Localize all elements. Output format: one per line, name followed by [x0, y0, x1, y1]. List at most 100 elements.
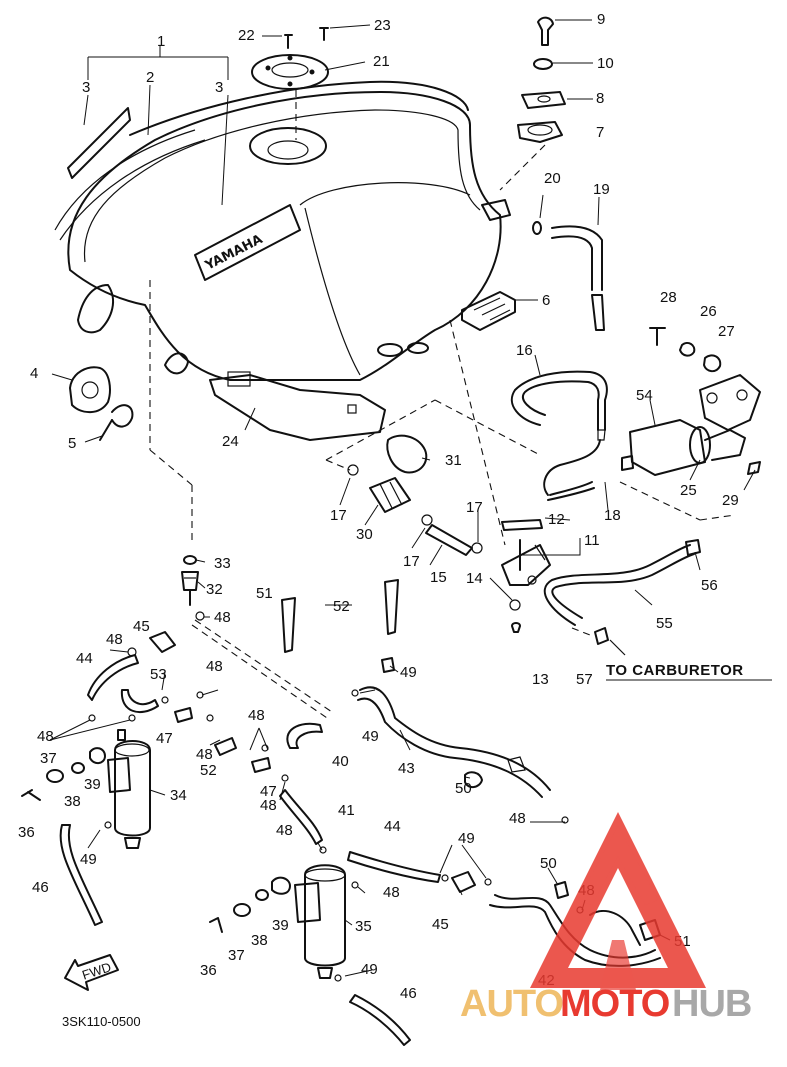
callout-11: 11 [584, 532, 600, 549]
callout-44: 44 [76, 650, 93, 667]
callout-54: 54 [636, 387, 653, 404]
callout-26: 26 [700, 303, 717, 320]
callout-48: 48 [214, 609, 231, 626]
callout-50: 50 [455, 780, 472, 797]
callout-47: 47 [260, 783, 277, 800]
vent-hose-19 [532, 221, 605, 331]
callout-48: 48 [383, 884, 400, 901]
fuel-cock-4 [69, 366, 134, 441]
canister-34 [21, 729, 151, 849]
filler-cap [251, 27, 329, 140]
callout-49: 49 [362, 728, 379, 745]
callout-41: 41 [338, 802, 355, 819]
callout-2: 2 [146, 69, 154, 86]
callout-34: 34 [170, 787, 187, 804]
callout-48: 48 [206, 658, 223, 675]
callout-48: 48 [106, 631, 123, 648]
callout-8: 8 [596, 90, 604, 107]
callout-28: 28 [660, 289, 677, 306]
callout-25: 25 [680, 482, 697, 499]
callout-49: 49 [361, 961, 378, 978]
callout-24: 24 [222, 433, 239, 450]
callout-48: 48 [37, 728, 54, 745]
callout-45: 45 [432, 916, 449, 933]
callout-48: 48 [509, 810, 526, 827]
callout-43: 43 [398, 760, 415, 777]
callout-48: 48 [248, 707, 265, 724]
callout-48: 48 [260, 797, 277, 814]
callout-17: 17 [466, 499, 483, 516]
callout-31: 31 [445, 452, 462, 469]
to-carburetor-label: TO CARBURETOR [606, 662, 744, 679]
callout-5: 5 [68, 435, 76, 452]
callout-36: 36 [200, 962, 217, 979]
callout-9: 9 [597, 11, 605, 28]
callout-15: 15 [430, 569, 447, 586]
hose-clamps-52 [281, 579, 399, 653]
callout-14: 14 [466, 570, 483, 587]
callout-49: 49 [80, 851, 97, 868]
callout-38: 38 [64, 793, 81, 810]
watermark-text-moto: MOTO [560, 983, 669, 1025]
callout-56: 56 [701, 577, 718, 594]
callout-37: 37 [40, 750, 57, 767]
callout-47: 47 [156, 730, 173, 747]
callout-49: 49 [400, 664, 417, 681]
tank-mount-parts [481, 16, 566, 221]
callout-37: 37 [228, 947, 245, 964]
callout-51: 51 [256, 585, 273, 602]
assembly-leaders [149, 280, 541, 721]
diagram-reference-code: 3SK110-0500 [62, 1014, 141, 1029]
callout-7: 7 [596, 124, 604, 141]
carburetor-note: TO CARBURETOR [606, 662, 772, 681]
callout-52: 52 [200, 762, 217, 779]
callout-6: 6 [542, 292, 550, 309]
callout-52: 52 [333, 598, 350, 615]
callout-27: 27 [718, 323, 735, 340]
callout-36: 36 [18, 824, 35, 841]
fuel-hose-56 [543, 539, 701, 656]
callout-45: 45 [133, 618, 150, 635]
callout-40: 40 [332, 753, 349, 770]
callout-12: 12 [548, 511, 565, 528]
callout-35: 35 [355, 918, 372, 935]
callout-33: 33 [214, 555, 231, 572]
callout-29: 29 [722, 492, 739, 509]
fuel-hose-15 [510, 370, 608, 501]
callout-17: 17 [330, 507, 347, 524]
callout-19: 19 [593, 181, 610, 198]
tank-decals [54, 80, 469, 241]
callout-49: 49 [458, 830, 475, 847]
watermark-text-hub: HUB [672, 983, 751, 1025]
callout-16: 16 [516, 342, 533, 359]
callout-46: 46 [400, 985, 417, 1002]
callout-57: 57 [576, 671, 593, 688]
callout-48: 48 [276, 822, 293, 839]
drain-valve-32 [181, 555, 199, 606]
callout-3: 3 [215, 79, 223, 96]
callout-50: 50 [540, 855, 557, 872]
fwd-arrow-icon: FWD [64, 954, 119, 991]
callout-38: 38 [251, 932, 268, 949]
callout-30: 30 [356, 526, 373, 543]
canister-35 [209, 864, 346, 979]
callout-4: 4 [30, 365, 38, 382]
callout-32: 32 [206, 581, 223, 598]
callout-3: 3 [82, 79, 90, 96]
damper-6 [461, 291, 516, 331]
callout-1: 1 [157, 33, 165, 50]
callout-20: 20 [544, 170, 561, 187]
callout-21: 21 [373, 53, 390, 70]
fuel-pump-55 [619, 327, 761, 521]
callout-13: 13 [532, 671, 549, 688]
callout-leaders [49, 19, 756, 977]
callout-22: 22 [238, 27, 255, 44]
fuel-filter-30 [347, 434, 543, 556]
watermark-triangle-icon [530, 812, 706, 990]
fuel-cock-11 [501, 539, 551, 633]
callout-18: 18 [604, 507, 621, 524]
callout-17: 17 [403, 553, 420, 570]
callout-39: 39 [84, 776, 101, 793]
